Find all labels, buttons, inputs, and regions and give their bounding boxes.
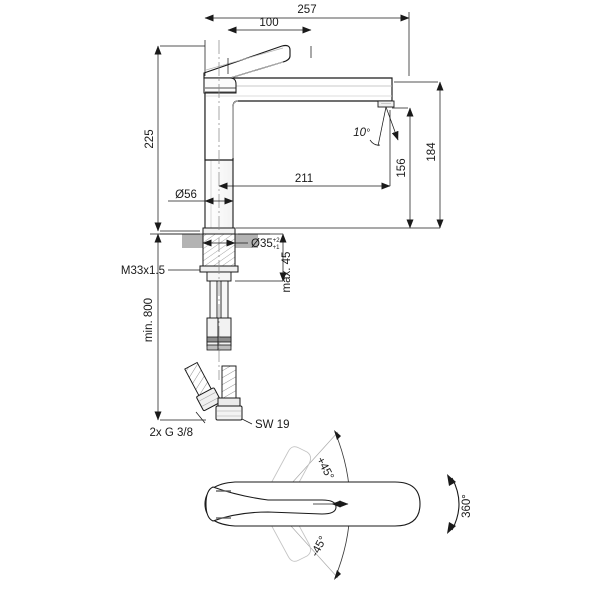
dim-label-body-diameter: Ø56 <box>175 189 197 201</box>
dim-label-overall-height: 225 <box>144 129 156 148</box>
svg-text:Ø35+2+1: Ø35+2+1 <box>251 238 280 251</box>
dim-label-spout-height: 156 <box>396 158 408 177</box>
dim-label-connection-thread: 2x G 3/8 <box>150 427 193 439</box>
aerator-angle-suffix: ° <box>366 128 370 139</box>
dim-label-total-height: 184 <box>426 142 438 162</box>
dim-label-aerator-angle: 10° <box>353 127 370 139</box>
dim-label-spout-reach: 211 <box>295 173 313 185</box>
hole-tol-lower: +1 <box>273 245 281 251</box>
hose-end-right <box>215 365 243 421</box>
supply-tubes <box>206 280 232 351</box>
dim-label-thread-size: M33x1.5 <box>121 265 165 277</box>
faucet-elevation <box>150 40 395 421</box>
aerator-outlet <box>377 100 395 108</box>
handle-plan-outline <box>205 486 337 522</box>
faucet-spout <box>204 77 393 161</box>
plan-label-swivel-negative: -45° <box>309 534 330 558</box>
aerator-angle-value: 10 <box>353 127 366 139</box>
dim-label-wrench-size: SW 19 <box>255 419 290 431</box>
dim-label-handle-offset: 100 <box>259 17 278 29</box>
rotation-360-symbol <box>447 474 460 534</box>
plan-label-rotation-360: 360° <box>461 494 473 518</box>
plan-label-swivel-positive: +45° <box>314 455 336 482</box>
dim-label-overall-reach: 257 <box>297 4 316 16</box>
hole-tol-upper: +2 <box>273 238 281 244</box>
faucet-plan-view: +45° -45° 360° <box>204 430 473 580</box>
swivel-arrow-bottom <box>334 570 341 580</box>
dimension-lines-elevation <box>154 12 444 425</box>
spout-ghost-positive <box>261 446 312 513</box>
hose-end-left <box>184 361 222 412</box>
dim-label-deck-thickness: max. 45 <box>281 252 293 293</box>
spout-ghost-negative <box>261 495 312 562</box>
dim-label-min-hose-length: min. 800 <box>143 298 155 342</box>
hole-diameter-value: Ø35 <box>251 238 273 250</box>
swivel-arrow-top <box>334 430 341 440</box>
dim-label-hole-diameter: Ø35+2+1 <box>251 238 280 251</box>
svg-text:10°: 10° <box>353 127 370 139</box>
elevation-labels: 257 100 225 Ø56 211 156 184 10° Ø35+2+1 … <box>121 4 438 439</box>
lever-handle <box>203 44 291 94</box>
